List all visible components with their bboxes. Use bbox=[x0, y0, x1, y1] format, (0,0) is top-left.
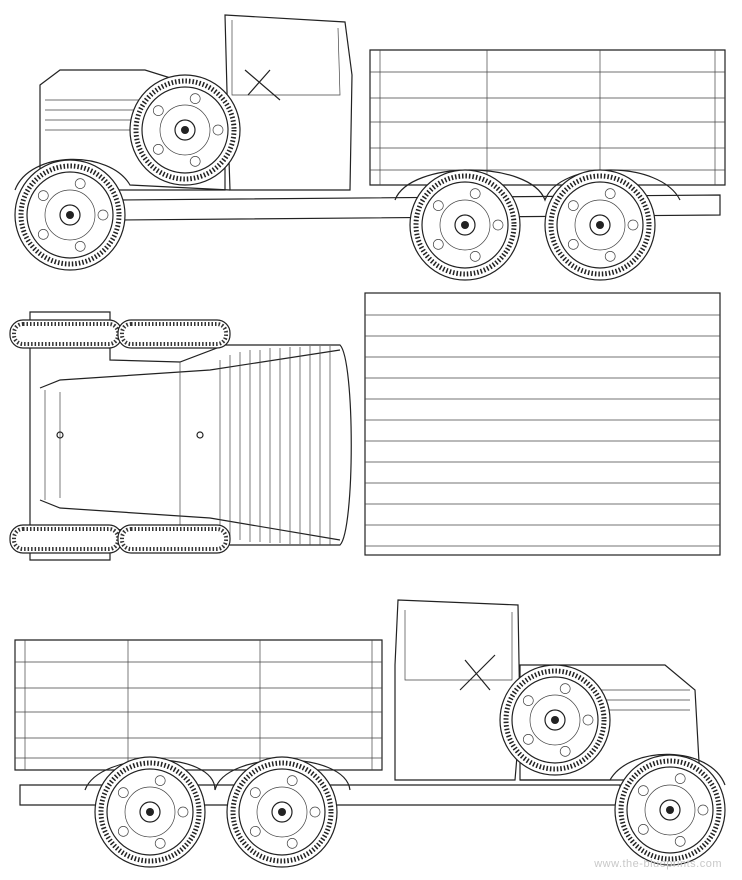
tire-top-4 bbox=[117, 524, 231, 554]
fender-front bbox=[14, 158, 231, 191]
tire-top-2 bbox=[117, 319, 231, 349]
bed-planks-2 bbox=[15, 640, 382, 770]
front-wheel bbox=[14, 159, 126, 271]
steering-wheel bbox=[244, 69, 281, 101]
fender-rear bbox=[394, 169, 681, 202]
rear-wheel-4 bbox=[226, 756, 338, 868]
cargo-bed-2 bbox=[14, 639, 383, 771]
hood-top bbox=[39, 349, 341, 541]
tire-top-1 bbox=[9, 319, 123, 349]
top-view bbox=[29, 292, 721, 561]
rear-wheel-1 bbox=[409, 169, 521, 281]
front-wheel-2 bbox=[614, 754, 726, 866]
spare-wheel-2 bbox=[499, 664, 611, 776]
bed-planks bbox=[370, 50, 725, 185]
spare-wheel bbox=[129, 74, 241, 186]
cab-2 bbox=[394, 599, 521, 781]
tire-top-3 bbox=[9, 524, 123, 554]
cargo-bed-top bbox=[364, 292, 721, 556]
rear-wheel-2 bbox=[544, 169, 656, 281]
rear-wheel-3 bbox=[94, 756, 206, 868]
cargo-bed bbox=[369, 49, 726, 186]
cab bbox=[224, 14, 353, 191]
fender-front-2 bbox=[520, 753, 726, 786]
bed-planks-top bbox=[365, 314, 720, 547]
body-top bbox=[29, 311, 352, 561]
watermark: www.the-blueprints.com bbox=[594, 858, 722, 870]
